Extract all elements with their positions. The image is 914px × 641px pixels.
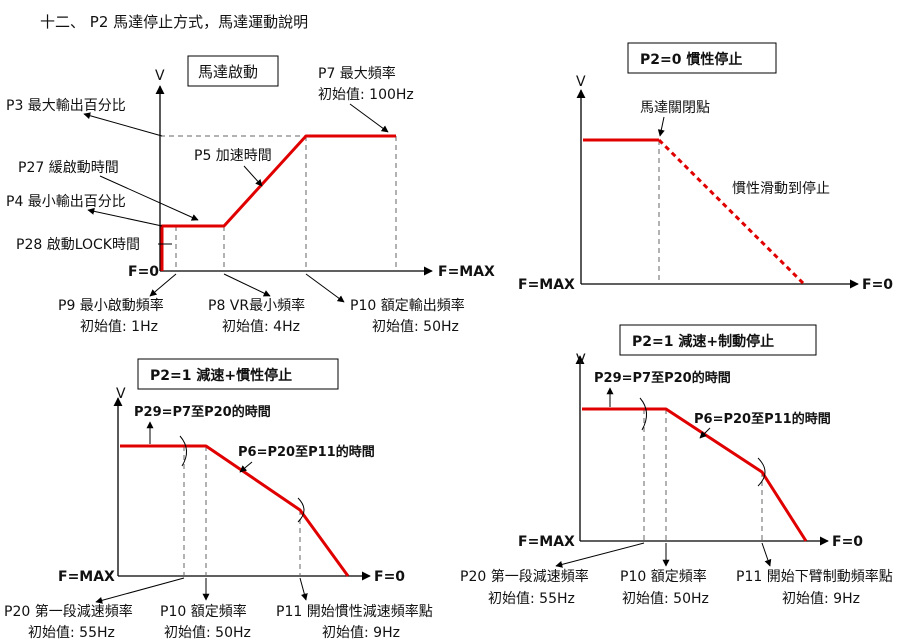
start-p8-arrow [223, 273, 271, 297]
p2-0-diagram: P2=0 慣性停止 V F=MAX F=0 馬達關閉點 慣性滑動到停止 [518, 42, 893, 293]
p2-1b-p20-init: 初始值: 55Hz [488, 590, 575, 607]
start-p5: P5 加速時間 [194, 148, 272, 164]
p2-1a-p10: P10 額定頻率 [160, 603, 247, 620]
start-p7-init: 初始值: 100Hz [318, 86, 414, 103]
p2-0-title: P2=0 慣性停止 [640, 51, 742, 68]
start-p4: P4 最小輸出百分比 [6, 194, 126, 210]
p2-1b-f-max: F=MAX [518, 534, 575, 550]
p2-0-coast-curve [657, 138, 806, 286]
p2-1a-f-zero: F=0 [374, 569, 405, 585]
p2-1b-p6: P6=P20至P11的時間 [694, 411, 831, 427]
p2-0-coast: 慣性滑動到停止 [732, 180, 830, 197]
p2-1a-p6-arrow [239, 461, 253, 473]
p2-1b-diagram: P2=1 減速+制動停止 V F=MAX F=0 P29=P7至P20的時間 P… [460, 324, 893, 607]
start-p10-arrow [305, 273, 345, 303]
p2-1b-f-zero: F=0 [832, 534, 863, 550]
p2-1a-p11: P11 開始慣性減速頻率點 [276, 603, 433, 620]
p2-0-title-box [627, 42, 777, 74]
start-p8-init: 初始值: 4Hz [222, 318, 300, 335]
p2-0-f-max: F=MAX [518, 277, 575, 293]
p2-1b-p29: P29=P7至P20的時間 [594, 370, 731, 386]
p2-1a-p20: P20 第一段減速頻率 [4, 603, 133, 620]
start-p3: P3 最大輸出百分比 [6, 98, 126, 114]
p2-1a-title: P2=1 減速+慣性停止 [150, 367, 292, 384]
start-p9: P9 最小啟動頻率 [58, 297, 164, 314]
page-title: 十二、 P2 馬達停止方式，馬達運動說明 [40, 13, 308, 31]
start-p9-init: 初始值: 1Hz [80, 318, 158, 335]
p2-1b-title: P2=1 減速+制動停止 [632, 333, 774, 350]
p2-1a-p29: P29=P7至P20的時間 [134, 404, 271, 420]
start-diagram: 馬達啟動 V F=0 F=MAX P7 最大頻率 初始值: 100Hz P3 最… [6, 55, 495, 335]
p2-1b-arc-2 [757, 457, 766, 487]
p2-1a-title-box [137, 358, 339, 390]
start-p10: P10 額定輸出頻率 [350, 297, 465, 314]
p2-1a-diagram: P2=1 減速+慣性停止 V F=MAX F=0 P29=P7至P20的時間 P… [4, 358, 433, 641]
p2-1a-f-max: F=MAX [58, 569, 115, 585]
start-title-box [187, 55, 279, 87]
start-v-label: V [155, 68, 165, 84]
p2-1b-p11-init: 初始值: 9Hz [782, 590, 860, 607]
p2-1a-p20-arrow [95, 577, 185, 604]
p2-1b-p11-arrow [761, 542, 772, 567]
start-title: 馬達啟動 [198, 63, 258, 81]
start-p3-arrow [83, 112, 163, 137]
start-p4-arrow [87, 207, 163, 227]
p2-1a-arc-1 [179, 435, 187, 467]
p2-1b-p10: P10 額定頻率 [620, 568, 707, 585]
start-p9-arrow [149, 273, 177, 297]
p2-1a-p20-init: 初始值: 55Hz [28, 624, 115, 641]
start-p27-arrow [99, 175, 199, 221]
start-p7-arrow [349, 103, 389, 133]
p2-1a-p10-init: 初始值: 50Hz [164, 624, 251, 641]
p2-1b-p11: P11 開始下臂制動頻率點 [736, 568, 893, 585]
p2-1a-p6: P6=P20至P11的時間 [238, 444, 375, 460]
p2-1b-p20: P20 第一段減速頻率 [460, 568, 589, 585]
p2-0-v-label: V [576, 74, 586, 90]
p2-1a-curve [120, 444, 350, 577]
start-p10-init: 初始值: 50Hz [372, 318, 459, 335]
p2-1b-arc-1 [639, 397, 647, 431]
start-p28: P28 啟動LOCK時間 [16, 237, 140, 253]
start-p27: P27 緩啟動時間 [18, 160, 119, 176]
p2-1a-arc-2 [297, 497, 305, 523]
p2-1a-v-label: V [116, 386, 126, 402]
p2-1a-p11-arrow [299, 577, 308, 601]
start-f-max: F=MAX [438, 264, 495, 280]
p2-0-off-arrow [657, 116, 665, 137]
start-p5-arrow [243, 165, 263, 187]
p2-1a-p11-init: 初始值: 9Hz [322, 624, 400, 641]
p2-0-off-point: 馬達關閉點 [640, 100, 710, 116]
start-curve [160, 134, 396, 271]
p2-1b-curve [582, 407, 808, 542]
p2-1b-title-box [619, 324, 817, 356]
start-f-zero: F=0 [128, 264, 159, 280]
start-p7: P7 最大頻率 [318, 65, 396, 82]
p2-1b-p10-init: 初始值: 50Hz [622, 590, 709, 607]
p2-0-f-zero: F=0 [862, 277, 893, 293]
p2-1b-v-label: V [576, 352, 586, 368]
p2-1b-p20-arrow [555, 542, 645, 568]
start-p8: P8 VR最小頻率 [208, 297, 305, 314]
p2-1b-p6-arrow [699, 427, 711, 439]
